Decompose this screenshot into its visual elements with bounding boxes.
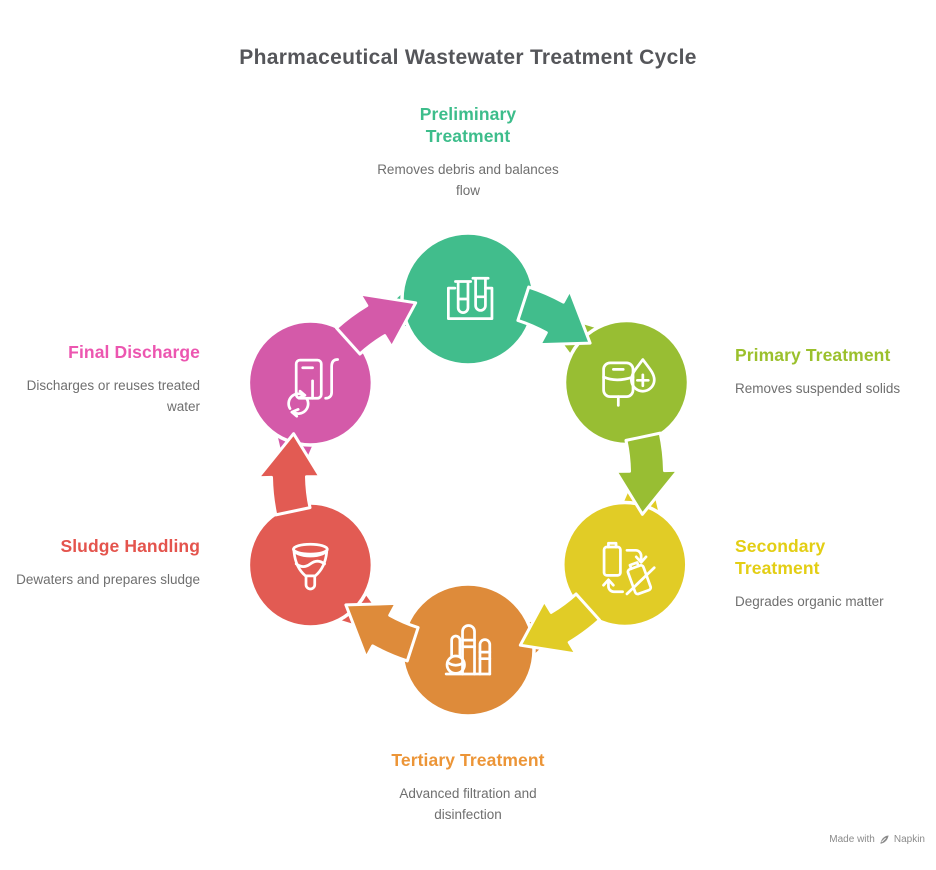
stage-title: Sludge Handling: [60, 536, 200, 556]
stage-label-sludge-handling: Sludge Handling Dewaters and prepares sl…: [0, 535, 200, 591]
stage-description: Discharges or reuses treated water: [26, 378, 200, 414]
watermark: Made with Napkin: [829, 834, 925, 845]
stage-description: Advanced filtration and disinfection: [399, 786, 537, 822]
flow-arrow-final-discharge: [335, 292, 418, 356]
stage-circle-secondary-treatment: [561, 500, 689, 629]
stage-title: Tertiary Treatment: [391, 750, 545, 770]
stage-description: Removes suspended solids: [735, 381, 901, 397]
stage-title: Final Discharge: [68, 342, 200, 362]
flow-arrow-secondary-treatment: [518, 592, 601, 656]
stage-label-final-discharge: Final Discharge Discharges or reuses tre…: [0, 341, 200, 417]
stage-title: Primary Treatment: [735, 345, 891, 365]
stage-title: Preliminary Treatment: [419, 104, 517, 147]
stage-description: Removes debris and balances flow: [377, 162, 559, 198]
flow-arrow-primary-treatment: [614, 431, 680, 516]
flow-arrow-preliminary-treatment: [516, 285, 592, 347]
stage-label-primary-treatment: Primary Treatment Removes suspended soli…: [735, 344, 935, 400]
watermark-prefix: Made with: [829, 834, 875, 845]
stage-description: Dewaters and prepares sludge: [16, 572, 200, 588]
napkin-feather-icon: [880, 835, 889, 844]
stage-label-secondary-treatment: Secondary Treatment Degrades organic mat…: [735, 535, 936, 613]
stage-title: Secondary Treatment: [735, 536, 826, 579]
flow-arrow-sludge-handling: [256, 432, 322, 517]
flow-arrow-tertiary-treatment: [344, 601, 420, 663]
page-title: Pharmaceutical Wastewater Treatment Cycl…: [239, 46, 697, 69]
stage-circle-tertiary-treatment: [400, 582, 536, 718]
stage-label-preliminary-treatment: Preliminary Treatment Removes debris and…: [318, 103, 618, 201]
watermark-brand: Napkin: [893, 834, 925, 845]
stage-description: Degrades organic matter: [735, 594, 884, 610]
stage-circle-final-discharge: [246, 319, 375, 447]
stage-label-tertiary-treatment: Tertiary Treatment Advanced filtration a…: [318, 749, 618, 825]
